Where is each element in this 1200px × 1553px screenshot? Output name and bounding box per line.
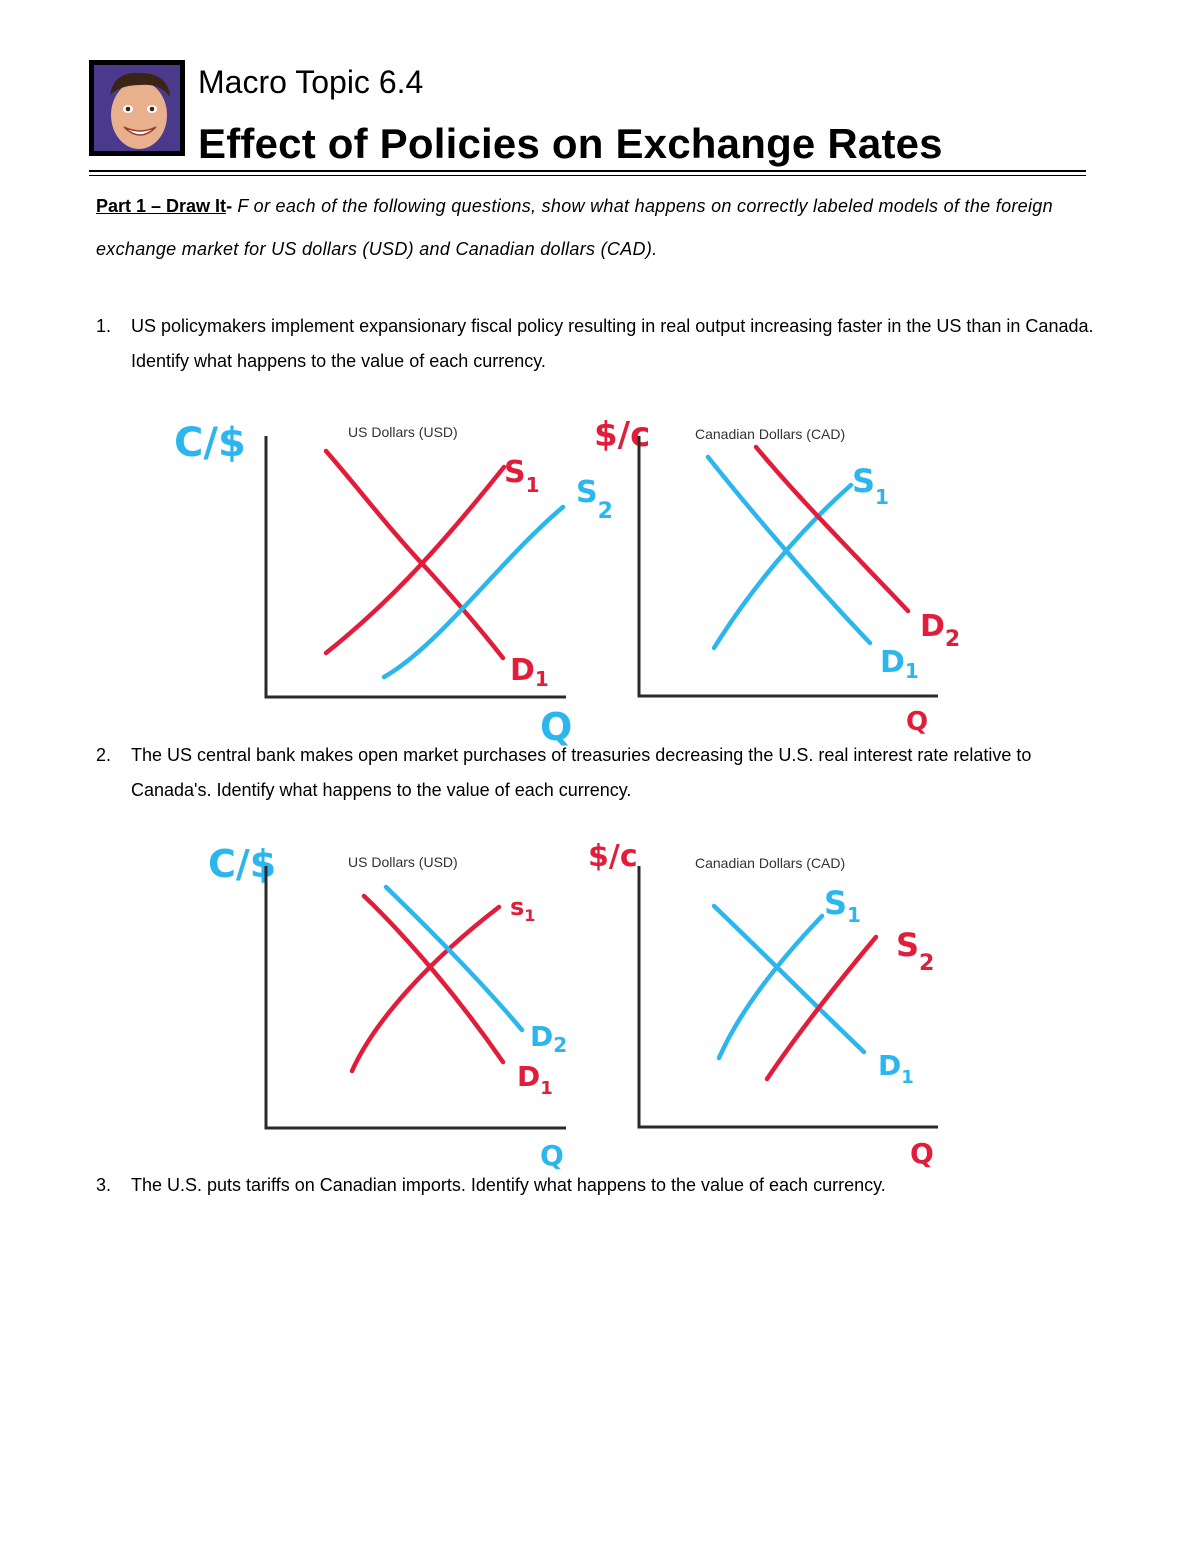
y-axis-label: C/$: [174, 420, 246, 466]
graph-title: Canadian Dollars (CAD): [695, 426, 845, 442]
curve-d1: [326, 451, 503, 658]
intro-text: F or each of the following questions, sh…: [96, 196, 1053, 259]
topic-label: Macro Topic 6.4: [198, 64, 423, 101]
part-heading: Part 1 – Draw It: [96, 196, 226, 216]
label-d1: D1: [880, 645, 919, 683]
label-d1: D1: [878, 1049, 914, 1088]
graph-title: US Dollars (USD): [348, 854, 458, 870]
intro-paragraph: Part 1 – Draw It- F or each of the follo…: [96, 185, 1096, 271]
question-number: 1.: [96, 309, 111, 344]
label-d2: D2: [530, 1020, 567, 1057]
question-number: 3.: [96, 1168, 111, 1203]
question-text: US policymakers implement expansionary f…: [131, 309, 1096, 379]
graph-q1-cad: $/c Canadian Dollars (CAD) S1 D2 D1 Q: [580, 400, 1000, 740]
axes: [639, 866, 938, 1127]
label-s1: S1: [824, 884, 861, 927]
curve-s2: [384, 507, 563, 677]
graph-q2-cad: $/c Canadian Dollars (CAD) S1 S2 D1 Q: [580, 830, 1000, 1175]
avatar-face-icon: [94, 65, 180, 151]
curve-s1: [719, 916, 822, 1058]
label-s1: s1: [510, 893, 535, 925]
question-text: The U.S. puts tariffs on Canadian import…: [131, 1168, 1096, 1203]
question-3: 3. The U.S. puts tariffs on Canadian imp…: [96, 1168, 1096, 1203]
title-rule-thin: [89, 175, 1086, 176]
y-axis-label: $/c: [588, 839, 638, 874]
label-s1: S1: [852, 462, 889, 509]
curve-s1: [352, 907, 499, 1071]
graph-q1-usd: C/$ US Dollars (USD) S1 S2 D1 Q: [160, 400, 630, 760]
x-axis-label: Q: [906, 707, 928, 737]
question-1: 1. US policymakers implement expansionar…: [96, 309, 1096, 379]
label-d2: D2: [920, 609, 960, 652]
avatar: [89, 60, 185, 156]
question-2: 2. The US central bank makes open market…: [96, 738, 1096, 808]
curve-s1: [714, 485, 851, 648]
label-s1: S1: [504, 455, 540, 497]
title-rule: [89, 170, 1086, 172]
curve-d2: [386, 887, 522, 1030]
curve-d2: [756, 447, 908, 611]
label-d1: D1: [517, 1060, 553, 1099]
y-axis-label: $/c: [594, 415, 650, 455]
question-number: 2.: [96, 738, 111, 773]
graph-q2-usd: C/$ US Dollars (USD) s1 D2 D1 Q: [160, 830, 600, 1175]
graph-title: Canadian Dollars (CAD): [695, 855, 845, 871]
page-title: Effect of Policies on Exchange Rates: [198, 120, 943, 168]
label-d1: D1: [510, 653, 549, 691]
x-axis-label: Q: [910, 1137, 934, 1170]
label-s2: S2: [896, 926, 934, 976]
graph-title: US Dollars (USD): [348, 424, 458, 440]
question-text: The US central bank makes open market pu…: [131, 738, 1096, 808]
